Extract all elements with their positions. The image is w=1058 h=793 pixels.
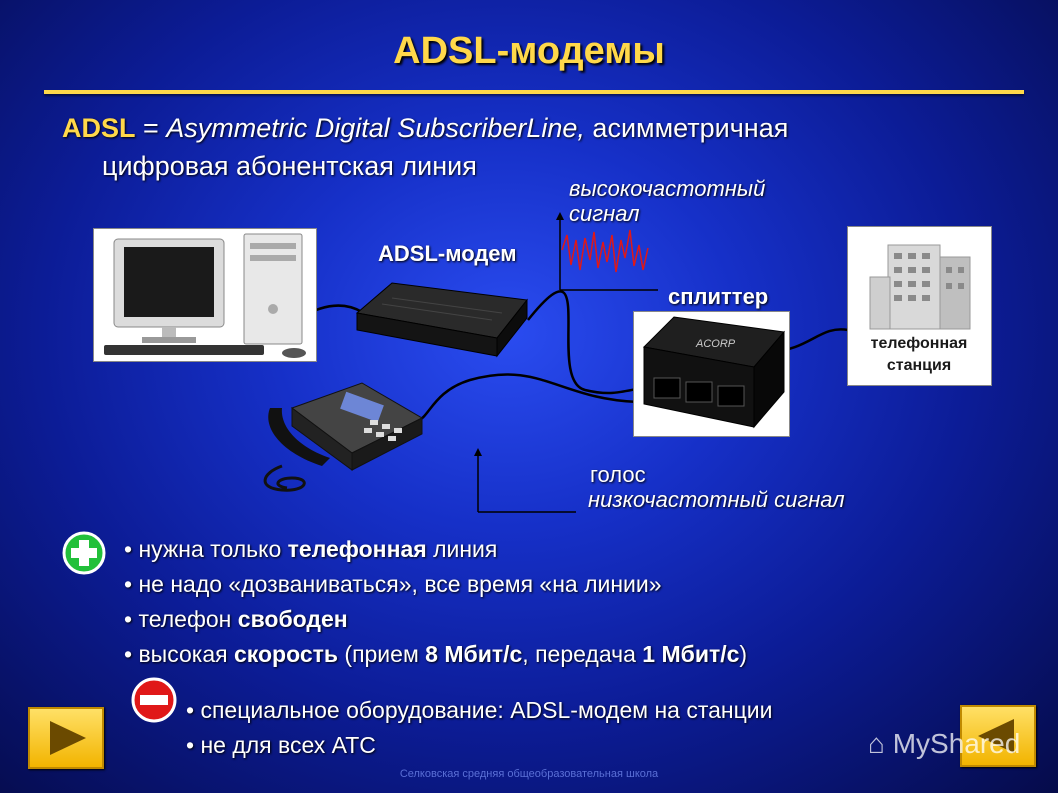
splitter-brand: ACORP: [695, 338, 736, 350]
pros-list: • нужна только телефонная линия • не над…: [124, 536, 747, 676]
footer-text: Селковская средняя общеобразовательная ш…: [399, 768, 659, 780]
cons-item-1: • специальное оборудование: ADSL-модем н…: [186, 697, 773, 723]
station-label-1: телефонная: [871, 335, 968, 352]
voice-label: голос: [590, 462, 646, 487]
definition-line-1: ADSL = Asymmetric Digital SubscriberLine…: [62, 113, 788, 144]
building-icon: телефонная станция: [869, 244, 971, 374]
watermark-icon: ⌂: [868, 728, 885, 759]
station-label-2: станция: [887, 357, 951, 374]
adsl-modem-icon: [355, 282, 528, 358]
splitter-image: ACORP: [633, 311, 790, 437]
modem-label: ADSL-модем: [378, 241, 517, 266]
computer-icon: [104, 233, 306, 358]
prev-slide-button[interactable]: [960, 705, 1036, 767]
title-underline: [44, 90, 1024, 94]
term-russian-1: асимметричная: [584, 113, 789, 143]
term-adsl: ADSL: [62, 113, 136, 143]
telephone-icon: [263, 382, 424, 492]
pros-item-2: • не надо «дозваниваться», все время «на…: [124, 571, 662, 597]
minus-icon: [131, 677, 177, 723]
low-freq-signal-graph: [474, 448, 576, 513]
watermark-text: MyShared: [892, 728, 1021, 759]
next-slide-button[interactable]: [28, 707, 104, 769]
high-freq-signal-graph: [556, 212, 658, 291]
high-freq-label-2: сигнал: [569, 201, 640, 226]
equals-sign: =: [135, 113, 167, 143]
low-freq-label: низкочастотный сигнал: [588, 487, 845, 512]
term-english: Asymmetric Digital SubscriberLine,: [166, 113, 585, 143]
pros-item-1: • нужна только телефонная линия: [124, 536, 498, 562]
computer-image: [93, 228, 317, 362]
splitter-icon: ACORP: [642, 316, 785, 429]
cons-item-2: • не для всех АТС: [186, 732, 376, 758]
play-left-icon: [978, 719, 1014, 753]
cons-list: • специальное оборудование: ADSL-модем н…: [186, 697, 772, 767]
plus-icon: [62, 531, 106, 575]
play-right-icon: [50, 721, 86, 755]
telephone-station-image: телефонная станция: [847, 226, 992, 386]
pros-item-3: • телефон свободен: [124, 606, 348, 632]
splitter-label: сплиттер: [668, 284, 769, 309]
definition-line-2: цифровая абонентская линия: [102, 151, 477, 181]
slide-title: ADSL-модемы: [393, 30, 665, 72]
watermark: ⌂ MyShared: [868, 728, 1020, 760]
pros-item-4: • высокая скорость (прием 8 Мбит/с, пере…: [124, 641, 748, 667]
high-freq-label-1: высокочастотный: [569, 176, 766, 201]
